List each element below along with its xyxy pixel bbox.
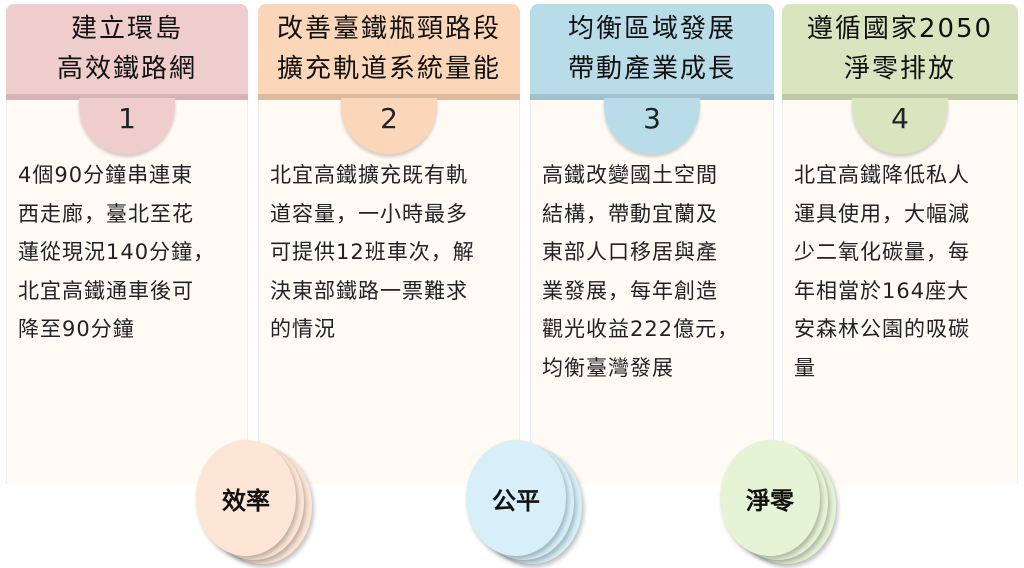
column-header: 改善臺鐵瓶頸路段擴充軌道系統量能 xyxy=(258,4,520,100)
column-description: 北宜高鐵擴充既有軌道容量，一小時最多可提供12班車次，解決東部鐵路一票難求的情況 xyxy=(270,156,512,349)
description-line: 決東部鐵路一票難求 xyxy=(270,278,468,303)
column-title-line: 擴充軌道系統量能 xyxy=(276,54,501,84)
goal-oval-3: 淨零 xyxy=(720,440,840,568)
column-title-line: 均衡區域發展 xyxy=(567,14,736,44)
goal-label: 淨零 xyxy=(746,486,794,515)
column-title-line: 帶動產業成長 xyxy=(567,54,736,84)
column-body xyxy=(6,100,248,484)
column-title-line: 改善臺鐵瓶頸路段 xyxy=(276,14,501,44)
description-line: 年相當於164座大 xyxy=(794,278,970,303)
goal-label: 效率 xyxy=(222,486,270,515)
column-title-line: 遵循國家2050 xyxy=(806,14,994,44)
description-line: 北宜高鐵擴充既有軌 xyxy=(270,163,468,187)
column-body xyxy=(258,100,520,484)
column-title-line: 建立環島 xyxy=(70,14,183,44)
column-body xyxy=(530,100,774,484)
column-description: 高鐵改變國土空間結構，帶動宜蘭及東部人口移居與產業發展，每年創造觀光收益222億… xyxy=(542,156,766,387)
description-line: 北宜高鐵通車後可 xyxy=(18,278,194,303)
column-header: 建立環島高效鐵路網 xyxy=(6,4,248,100)
description-line: 西走廊，臺北至花 xyxy=(18,201,194,226)
description-line: 蓮從現況140分鐘， xyxy=(18,240,216,264)
column-body xyxy=(782,100,1018,484)
description-line: 安森林公園的吸碳 xyxy=(794,317,970,341)
description-line: 均衡臺灣發展 xyxy=(542,355,674,380)
column-header: 遵循國家2050 淨零排放 xyxy=(782,4,1018,100)
description-line: 運具使用，大幅減 xyxy=(794,201,970,226)
description-line: 少二氧化碳量，每 xyxy=(794,240,970,264)
description-line: 北宜高鐵降低私人 xyxy=(794,163,970,187)
goal-label: 公平 xyxy=(492,486,540,515)
description-line: 道容量，一小時最多 xyxy=(270,201,468,226)
column-description: 4個90分鐘串連東西走廊，臺北至花蓮從現況140分鐘， 北宜高鐵通車後可降至90分… xyxy=(18,156,240,349)
goal-oval-1: 效率 xyxy=(196,440,316,568)
column-title-line: 淨零排放 xyxy=(843,54,956,84)
description-line: 觀光收益222億元， xyxy=(542,317,740,341)
description-line: 東部人口移居與產 xyxy=(542,240,718,264)
description-line: 量 xyxy=(794,355,816,380)
description-line: 業發展，每年創造 xyxy=(542,278,718,303)
description-line: 可提供12班車次，解 xyxy=(270,240,475,264)
description-line: 4個90分鐘串連東 xyxy=(18,163,194,187)
description-line: 高鐵改變國土空間 xyxy=(542,163,718,187)
column-title-line: 高效鐵路網 xyxy=(56,54,197,84)
description-line: 降至90分鐘 xyxy=(18,317,135,341)
column-description: 北宜高鐵降低私人運具使用，大幅減少二氧化碳量，每年相當於164座大安森林公園的吸… xyxy=(794,156,1010,387)
column-header: 均衡區域發展帶動產業成長 xyxy=(530,4,774,100)
goal-oval-2: 公平 xyxy=(466,440,586,568)
description-line: 結構，帶動宜蘭及 xyxy=(542,201,718,226)
description-line: 的情況 xyxy=(270,317,336,341)
